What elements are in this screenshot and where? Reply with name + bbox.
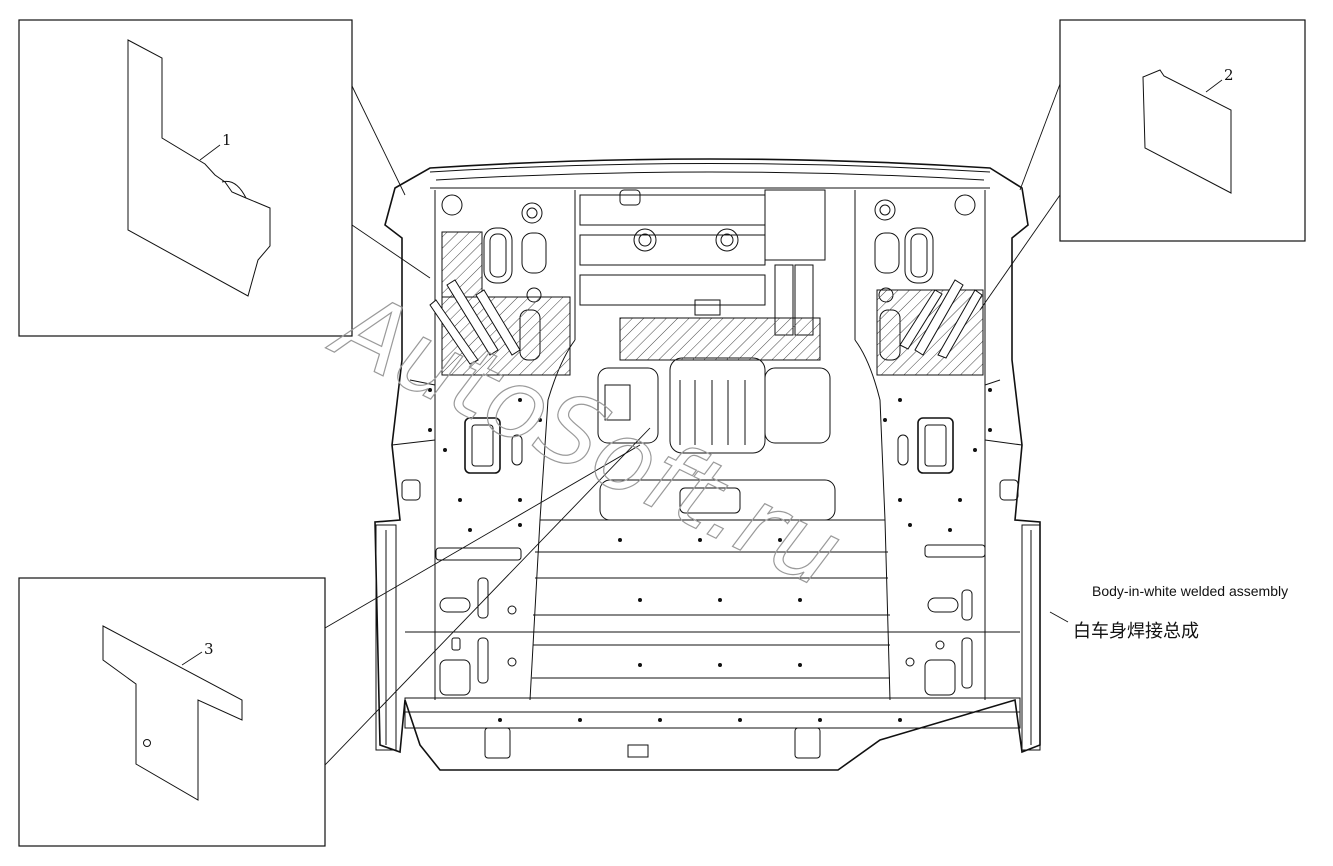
detail-box-2: 2 bbox=[1059, 19, 1306, 242]
part-1-outline bbox=[127, 39, 271, 297]
body-outline bbox=[374, 158, 1041, 771]
detail-box-3: 3 bbox=[18, 577, 326, 847]
callout-3-number: 3 bbox=[204, 640, 214, 658]
fastener-holes bbox=[428, 388, 992, 722]
detail-box-1: 1 bbox=[18, 19, 353, 337]
assembly-label-english: Body-in-white welded assembly bbox=[1092, 583, 1289, 599]
callout-1-number: 1 bbox=[222, 131, 232, 149]
part-3-outline bbox=[102, 625, 243, 801]
part-2-outline bbox=[1142, 69, 1232, 194]
assembly-label-chinese: 白车身焊接总成 bbox=[1073, 621, 1199, 642]
body-in-white-drawing bbox=[374, 158, 1041, 771]
callout-2-number: 2 bbox=[1224, 66, 1234, 84]
